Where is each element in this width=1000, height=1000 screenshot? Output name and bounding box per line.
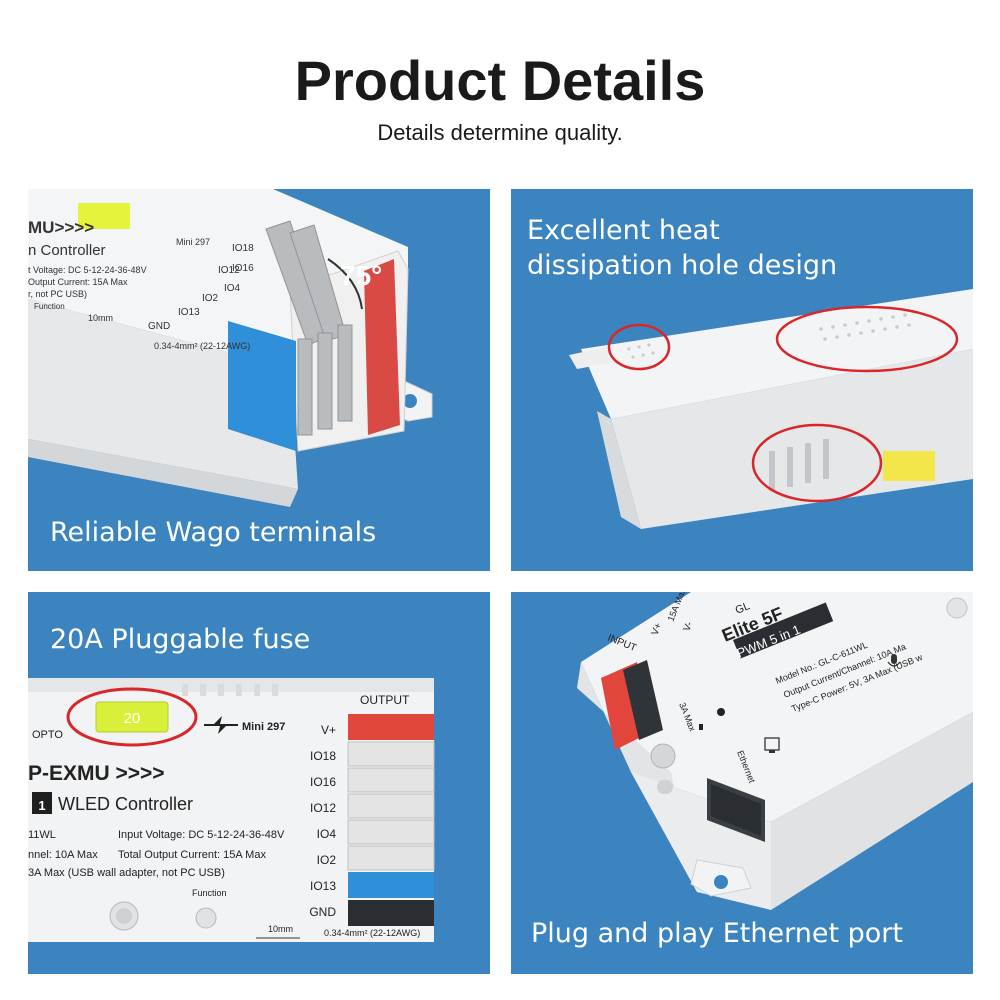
panel-caption: Plug and play Ethernet port	[531, 918, 903, 949]
fuse-type-label: Mini 297	[242, 721, 285, 733]
output-label: OUTPUT	[360, 693, 410, 707]
pin-label: IO13	[178, 307, 200, 318]
pin-label: IO18	[232, 243, 254, 254]
wire-label: 0.34-4mm² (22-12AWG)	[154, 341, 250, 351]
model-line: P-EXMU >>>>	[28, 762, 165, 785]
pin-label: IO13	[310, 879, 336, 893]
brand-label: GL	[734, 600, 752, 617]
pin-label: IO2	[317, 853, 337, 867]
panel-pluggable-fuse: 20 Mini 297 OUTPUT OPTO P-	[28, 592, 490, 974]
fuse-type-label: Mini 297	[176, 237, 210, 247]
spec-line: r, not PC USB)	[28, 289, 87, 299]
pin-label: IO4	[224, 283, 241, 294]
spec-line: 3A Max (USB wall adapter, not PC USB)	[28, 867, 225, 879]
spec-line: nnel: 10A Max	[28, 849, 98, 861]
fuse-value: 20	[124, 710, 141, 727]
function-label: Function	[192, 888, 227, 898]
pin-label: IO16	[310, 775, 336, 789]
panel-caption: Reliable Wago terminals	[50, 517, 377, 548]
pin-label: V+	[321, 723, 336, 737]
spec-line: Input Voltage: DC 5-12-24-36-48V	[118, 829, 285, 841]
pin-label: IO18	[310, 749, 336, 763]
spec-line: Output Current: 15A Max	[28, 277, 128, 287]
panel-wago-terminals: Mini 297 10mm 0.34-4mm² (22-12AWG) IO18 …	[28, 189, 490, 571]
spec-line: Total Output Current: 15A Max	[118, 849, 266, 861]
scale-label: 10mm	[268, 924, 293, 934]
pin-label: IO4	[317, 827, 337, 841]
product-line: n Controller	[28, 242, 106, 259]
channel-badge: 1	[38, 798, 45, 813]
pin-label: GND	[148, 321, 170, 332]
heat-device-illustration	[569, 289, 973, 529]
caption-line: Excellent heat	[527, 215, 720, 246]
panel-caption: 20A Pluggable fuse	[50, 624, 311, 655]
pin-label: IO2	[202, 293, 219, 304]
function-label: Function	[34, 302, 65, 311]
vplus-label: V+	[650, 621, 665, 637]
brand-fragment: OPTO	[32, 729, 63, 741]
wire-label: 0.34-4mm² (22-12AWG)	[324, 928, 420, 938]
lightning-icon	[204, 716, 238, 734]
pin-label: IO16	[232, 263, 254, 274]
spec-line: t Voltage: DC 5-12-24-36-48V	[28, 265, 147, 275]
fuse-device-illustration: 20 Mini 297 OUTPUT OPTO P-	[28, 678, 435, 942]
product-name: WLED Controller	[58, 794, 193, 814]
caption-line: dissipation hole design	[527, 250, 838, 281]
angle-label: 75°	[340, 260, 382, 291]
ethernet-device-illustration: INPUT V+ 15A Max V- 3A Max GL Elite 5F P…	[577, 592, 973, 910]
scale-label: 10mm	[88, 313, 113, 323]
model-line: MU>>>>	[28, 218, 94, 237]
page-subtitle: Details determine quality.	[377, 120, 623, 145]
spec-line: 11WL	[28, 829, 56, 841]
vminus-label: V-	[682, 620, 696, 633]
pin-label: IO12	[310, 801, 336, 815]
pin-label: IO12	[218, 265, 240, 276]
microphone-icon	[887, 654, 901, 667]
panel-heat-dissipation: Excellent heat dissipation hole design	[511, 189, 973, 571]
wago-device-illustration: Mini 297 10mm 0.34-4mm² (22-12AWG) IO18 …	[28, 189, 433, 507]
page-title: Product Details	[294, 49, 706, 112]
pin-label: GND	[309, 905, 336, 919]
panel-ethernet-port: INPUT V+ 15A Max V- 3A Max GL Elite 5F P…	[511, 592, 973, 974]
ethernet-icon	[764, 737, 780, 753]
panel-caption: Excellent heat dissipation hole design	[527, 213, 837, 283]
